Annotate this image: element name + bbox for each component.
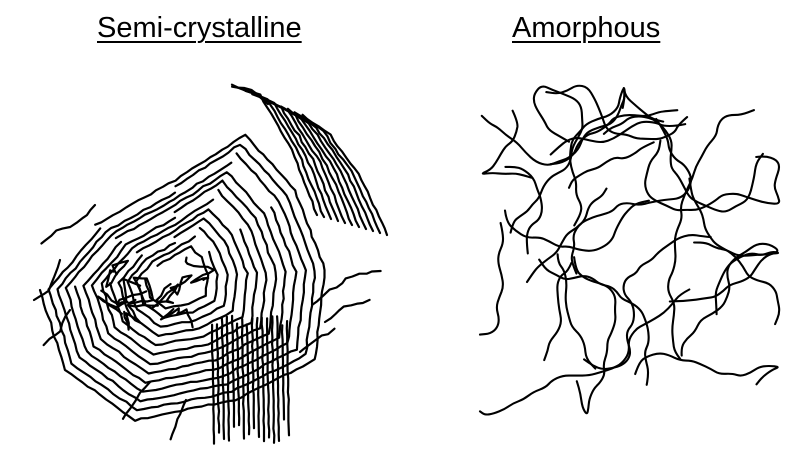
random-coil-chain <box>688 177 781 326</box>
lamellar-chain <box>64 161 298 393</box>
random-coil-chain <box>569 87 626 227</box>
interior-fold <box>151 282 179 310</box>
lamellar-chain <box>280 324 286 421</box>
lamellar-chain <box>301 113 389 237</box>
amorphous-tail <box>323 298 371 324</box>
random-coil-chain <box>634 352 779 386</box>
interior-fold <box>97 289 129 315</box>
amorphous-tail <box>310 269 382 307</box>
lamellar-chain <box>90 188 268 366</box>
interior-fold <box>159 307 194 329</box>
lamellar-chain <box>286 107 375 233</box>
random-coil-chain <box>481 109 533 179</box>
random-coil-chain <box>545 84 689 141</box>
interior-fold <box>123 303 159 331</box>
lamellar-chain <box>241 317 246 440</box>
amorphous-tail <box>169 398 188 441</box>
amorphous-tail <box>121 380 152 420</box>
random-coil-chain <box>644 139 781 212</box>
random-coil-chain <box>570 117 692 275</box>
amorphous-tail <box>40 203 97 245</box>
interior-fold <box>184 256 216 284</box>
lamellar-chain <box>230 83 319 217</box>
random-coil-chain <box>680 241 779 357</box>
lamellar-chain <box>47 143 316 412</box>
lamellar-chain <box>231 314 236 428</box>
random-coil-chain <box>567 141 655 189</box>
amorphous-tail <box>298 327 336 354</box>
lamellar-chain <box>215 323 221 434</box>
interior-fold <box>169 274 193 296</box>
amorphous-tail <box>42 308 72 347</box>
random-coil-chain <box>525 187 608 284</box>
lamellar-chain <box>56 152 307 403</box>
random-coil-chain <box>509 85 584 234</box>
random-coil-chain <box>538 258 650 386</box>
amorphous-tail <box>32 258 62 302</box>
lamellar-chain <box>220 316 226 441</box>
amorphous-tail <box>231 85 270 106</box>
interior-fold <box>127 276 155 305</box>
amorphous-title: Amorphous <box>512 12 661 44</box>
lamellar-chain <box>109 208 249 347</box>
lamellar-chain <box>250 317 256 430</box>
random-coil-chain <box>549 109 679 166</box>
lamellar-chain <box>276 315 281 442</box>
lamellar-chain <box>270 315 276 444</box>
semi-crystalline-title: Semi-crystalline <box>97 12 302 44</box>
lamellar-chain <box>135 235 219 320</box>
random-coil-chain <box>478 288 691 416</box>
random-coil-chain <box>543 261 573 362</box>
lamellar-chain <box>210 323 216 445</box>
lamellar-chain <box>235 322 241 427</box>
amorphous-structure <box>478 84 781 416</box>
lamellar-chain <box>265 317 271 439</box>
random-coil-chain <box>583 234 712 371</box>
semi-crystalline-structure <box>32 83 389 445</box>
lamellar-chain <box>255 316 261 439</box>
random-coil-chain <box>478 221 505 336</box>
lamellar-chain <box>260 316 266 443</box>
random-coil-chain <box>504 165 543 255</box>
lamellar-chain <box>38 133 326 422</box>
lamellar-chain <box>225 315 231 442</box>
random-coil-chain <box>667 109 755 360</box>
lamellar-chain <box>100 198 259 356</box>
interior-fold <box>105 259 129 288</box>
lamellar-chain <box>279 105 368 231</box>
lamellar-chain <box>245 323 251 436</box>
lamellar-chain <box>126 226 229 328</box>
lamellar-chain <box>74 171 287 384</box>
lamellar-chain <box>285 320 291 437</box>
